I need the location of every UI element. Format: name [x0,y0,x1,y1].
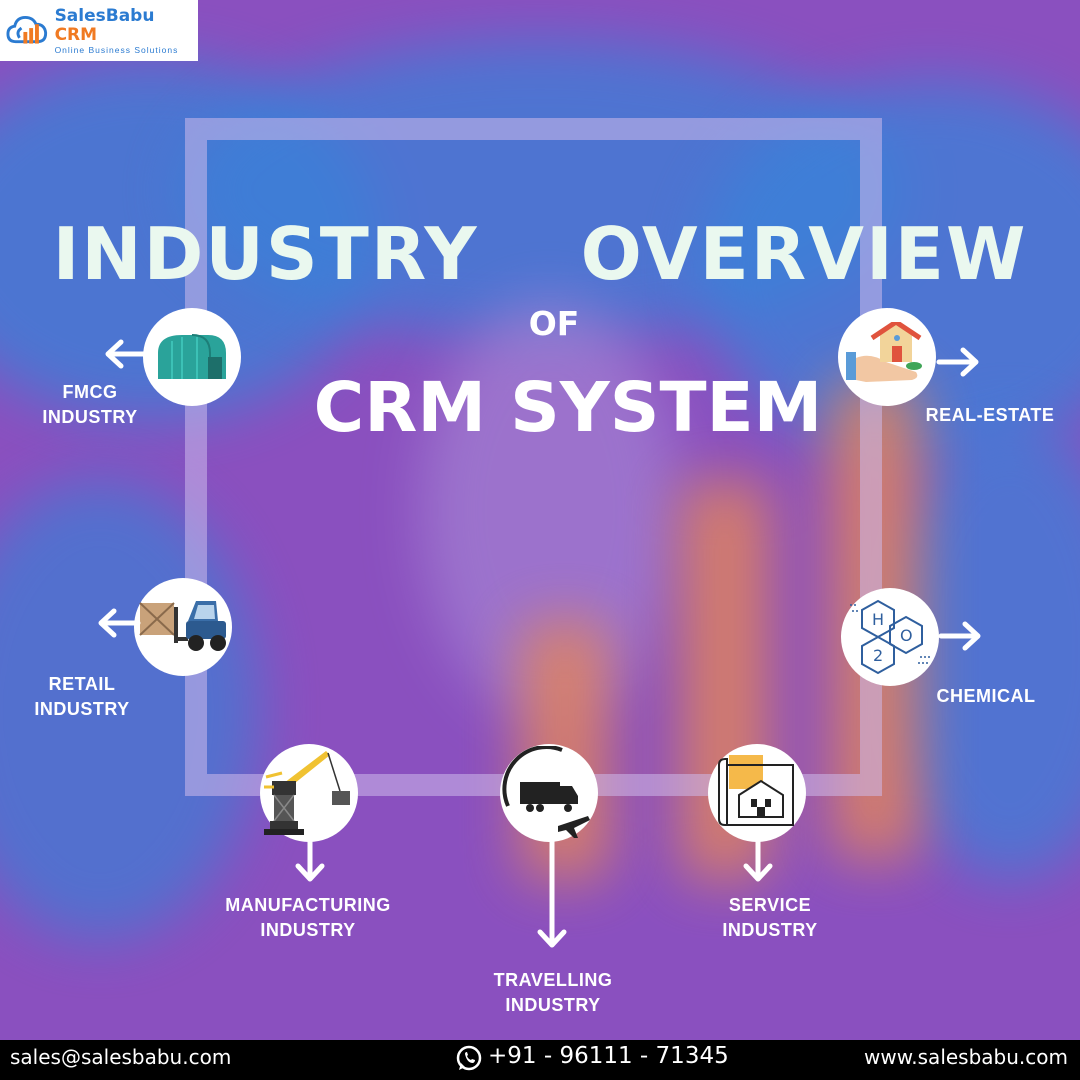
warehouse-icon [158,334,226,379]
real-estate-arrow-icon [936,347,979,377]
manufacturing-label-line2: INDUSTRY [260,920,356,940]
title-line-3: CRM SYSTEM [313,368,823,448]
chemical-label: CHEMICAL [918,684,1054,709]
service-label-line2: INDUSTRY [722,920,818,940]
cloud-logo-icon [6,15,48,44]
travelling-label: TRAVELLING INDUSTRY [470,968,636,1018]
chemical-arrow-icon [938,621,981,651]
real-estate-icon-circle [838,308,936,406]
travelling-icon-circle [500,744,598,842]
retail-label: RETAIL INDUSTRY [12,672,152,722]
footer-website[interactable]: www.salesbabu.com [864,1045,1068,1069]
house-in-hand-icon [846,322,922,382]
travelling-label-line1: TRAVELLING [493,970,613,990]
service-label: SERVICE INDUSTRY [700,893,840,943]
service-label-line1: SERVICE [728,895,812,915]
service-arrow-icon [743,838,773,882]
retail-label-line2: INDUSTRY [34,699,130,719]
footer-email[interactable]: sales@salesbabu.com [10,1045,232,1069]
manufacturing-label-line1: MANUFACTURING [225,895,391,915]
chemical-label-line1: CHEMICAL [936,686,1036,706]
crane-icon [264,751,350,835]
whatsapp-icon [456,1045,482,1071]
svg-text:O: O [900,626,913,645]
retail-icon-circle [134,578,232,676]
chemical-icon-circle: H O 2 [841,588,939,686]
manufacturing-label: MANUFACTURING INDUSTRY [210,893,406,943]
fmcg-icon-circle [143,308,241,406]
truck-plane-icon [502,746,590,838]
manufacturing-icon-circle [260,744,358,842]
svg-text:2: 2 [873,646,883,665]
svg-text:H: H [872,610,884,629]
blueprint-building-icon [718,755,794,826]
title-line-2: OF [528,304,580,343]
fmcg-label: FMCG INDUSTRY [20,380,160,430]
retail-label-line1: RETAIL [48,674,116,694]
brand-name: SalesBabu [54,5,155,26]
travelling-arrow-icon [537,838,567,948]
brand-logo: SalesBabu CRM Online Business Solutions [0,0,198,61]
fmcg-label-line1: FMCG [62,382,118,402]
brand-tagline: Online Business Solutions [54,44,179,55]
real-estate-label-line1: REAL-ESTATE [925,405,1055,425]
fmcg-label-line2: INDUSTRY [42,407,138,427]
manufacturing-arrow-icon [295,838,325,882]
footer-phone[interactable]: +91 - 96111 - 71345 [488,1043,729,1069]
forklift-icon [139,601,226,651]
brand-crm: CRM [54,24,98,45]
title-line-1: INDUSTRY OVERVIEW [52,212,1028,296]
real-estate-label: REAL-ESTATE [912,403,1068,428]
service-icon-circle [708,744,806,842]
travelling-label-line2: INDUSTRY [505,995,601,1015]
retail-arrow-icon [98,608,141,638]
contact-footer: sales@salesbabu.com +91 - 96111 - 71345 … [0,1040,1080,1080]
h2o-molecule-icon: H O 2 [850,599,930,675]
fmcg-arrow-icon [105,339,148,369]
